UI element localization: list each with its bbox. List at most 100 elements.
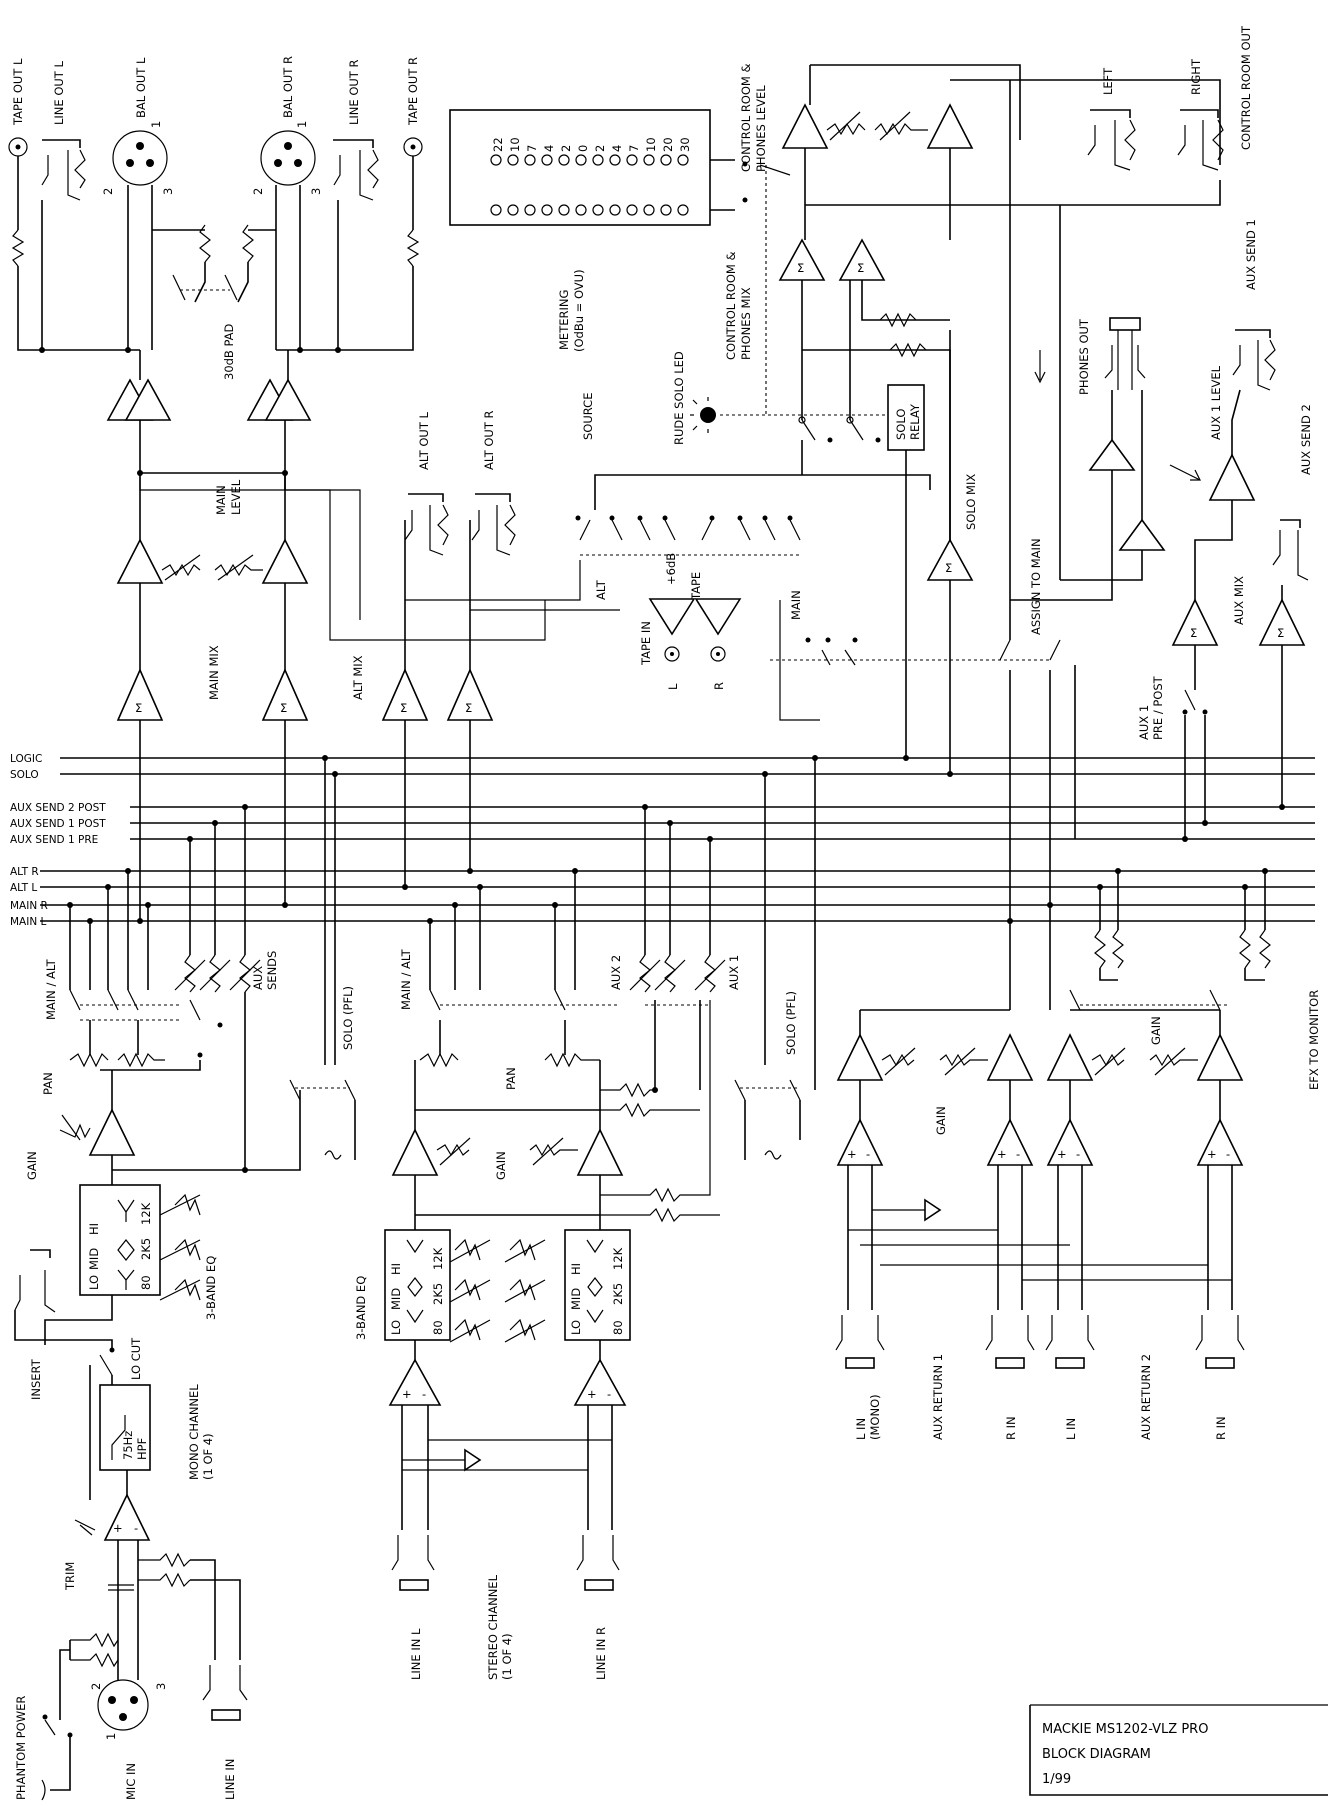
cr-level-l-amp-icon (781, 103, 829, 149)
meter-led-r-11 (677, 204, 689, 216)
meter-scale-10: 20 (661, 137, 675, 152)
meter-led-l-0 (490, 154, 502, 166)
meter-led-l-5 (575, 154, 587, 166)
mono-eq-freq-lo: 80 (139, 1275, 153, 1290)
tape-in-l-label: L (666, 683, 680, 690)
main-level-label-2: LEVEL (229, 479, 243, 515)
ar1-l-in-label-1: L IN (854, 1418, 868, 1440)
mono-gain-amp-icon (88, 1108, 136, 1156)
mono-gain-label: GAIN (25, 1151, 39, 1180)
bal-out-l-label: BAL OUT L (134, 57, 148, 118)
meter-scale-11: 30 (678, 137, 692, 152)
bal-out-l-pin-1: 1 (149, 121, 163, 128)
mono-channel-name-2: (1 OF 4) (201, 1433, 215, 1480)
stereo-eq-r-freq-mid: 2K5 (611, 1283, 625, 1305)
bus-labels: LOGIC SOLO AUX SEND 2 POST AUX SEND 1 PO… (10, 753, 106, 928)
aux1-level-amp-icon (1208, 453, 1256, 501)
main-level-label-1: MAIN (214, 485, 228, 515)
meter-led-r-7 (609, 204, 621, 216)
bal-out-l-pin-3: 3 (161, 188, 175, 195)
stereo-in-r-plus: + (587, 1387, 597, 1401)
cr-right-label: RIGHT (1189, 58, 1203, 95)
mono-eq-label: 3-BAND EQ (204, 1256, 218, 1320)
hpf-label-2: HPF (135, 1438, 149, 1460)
cr-mix-label-2: PHONES MIX (739, 287, 753, 360)
title-line-3: 1/99 (1042, 1772, 1071, 1787)
meter-led-r-3 (541, 204, 553, 216)
stereo-gain-label: GAIN (494, 1151, 508, 1180)
tape-in-label: TAPE IN (639, 621, 653, 666)
bal-out-l-xlr-icon (112, 130, 168, 186)
stereo-aux1-label: AUX 1 (727, 955, 741, 990)
ar2-l-minus: - (1076, 1147, 1080, 1161)
meter-led-rows (490, 154, 689, 216)
aux-return-1-gain-label: GAIN (934, 1106, 948, 1135)
aux-mix-1-sigma: Σ (1190, 626, 1197, 640)
meter-led-r-4 (558, 204, 570, 216)
main-mix-l-sigma: Σ (135, 701, 142, 715)
alt-out-r-label: ALT OUT R (482, 410, 496, 470)
meter-led-l-6 (592, 154, 604, 166)
ar2-r-minus: - (1226, 1147, 1230, 1161)
mono-eq-band-hi: HI (87, 1223, 101, 1235)
main-level-r-amp-icon (261, 538, 309, 584)
tape-in-r-amp-icon (694, 598, 742, 636)
stereo-eq-l-band-hi: HI (389, 1263, 403, 1275)
aux-return-2-gain-label: GAIN (1149, 1016, 1163, 1045)
metering-section: 22 10 7 4 2 0 2 4 7 10 20 30 METERING (O… (449, 109, 791, 352)
ar1-l-minus: - (866, 1147, 870, 1161)
meter-led-r-5 (575, 204, 587, 216)
main-mix-label: MAIN MIX (207, 645, 221, 700)
meter-scale-6: 2 (593, 145, 607, 152)
meter-led-r-0 (490, 204, 502, 216)
cr-mix-l-sigma: Σ (797, 261, 804, 275)
solo-relay-label-1: SOLO (894, 409, 908, 440)
tape-out-l-label: TAPE OUT L (11, 58, 25, 126)
line-in-l-label: LINE IN L (409, 1628, 423, 1680)
ar1-r-plus: + (997, 1147, 1007, 1161)
ar2-l-in-label: L IN (1064, 1418, 1078, 1440)
ar1-r-in-label: R IN (1004, 1416, 1018, 1440)
meter-scale-7: 4 (610, 145, 624, 152)
cr-left-label: LEFT (1101, 67, 1115, 95)
phantom-power-label: PHANTOM POWER (14, 1696, 28, 1800)
alt-mix-r-sigma: Σ (465, 701, 472, 715)
meter-led-l-4 (558, 154, 570, 166)
title-line-1: MACKIE MS1202-VLZ PRO (1042, 1722, 1208, 1737)
meter-led-l-1 (507, 154, 519, 166)
lo-cut-label: LO CUT (129, 1337, 143, 1380)
alt-mix-section: Σ Σ ALT MIX ALT OUT L ALT OUT R (351, 410, 620, 890)
mic-in-xlr-icon (97, 1679, 149, 1731)
main-mix-r-sigma: Σ (280, 701, 287, 715)
meter-scale: 22 10 7 4 2 0 2 4 7 10 20 30 (491, 137, 692, 152)
ar1-r-minus: - (1016, 1147, 1020, 1161)
aux-send-2-label: AUX SEND 2 (1299, 404, 1313, 475)
line-out-l-label: LINE OUT L (52, 61, 66, 125)
trim-amp-icon (103, 1493, 151, 1541)
meter-led-r-10 (660, 204, 672, 216)
bal-out-r-label: BAL OUT R (281, 56, 295, 118)
stereo-in-r-amp-icon (573, 1358, 627, 1406)
mic-in-pin-1: 1 (104, 1733, 118, 1740)
line-out-r-label: LINE OUT R (347, 60, 361, 125)
pad-label: 30dB PAD (222, 323, 236, 380)
stereo-gain-r-amp-icon (576, 1128, 624, 1176)
aux-mix-label: AUX MIX (1232, 576, 1246, 625)
stereo-mono-feed-arrow-icon (464, 1448, 482, 1472)
line-in-label: LINE IN (223, 1759, 237, 1800)
cr-level-label-2: PHONES LEVEL (754, 85, 768, 172)
title-line-2: BLOCK DIAGRAM (1042, 1747, 1151, 1762)
meter-scale-8: 7 (627, 145, 641, 152)
ar2-r-in-label: R IN (1214, 1416, 1228, 1440)
stereo-channel-name-2: (1 OF 4) (500, 1633, 514, 1680)
main-level-l-amp-icon (116, 538, 164, 584)
bus-label-logic: LOGIC (10, 753, 42, 765)
bal-out-r-pin-2: 2 (251, 188, 265, 195)
stereo-eq-r-freq-lo: 80 (611, 1320, 625, 1335)
meter-led-r-2 (524, 204, 536, 216)
rude-solo-led-label: RUDE SOLO LED (672, 351, 686, 445)
stereo-gain-l-amp-icon (391, 1128, 439, 1176)
aux-return-1-r-amp-icon (986, 1033, 1034, 1081)
mono-channel: MAIN / ALT AUX SENDS PAN GAIN (14, 755, 356, 1801)
solo-mix-sigma: Σ (945, 561, 952, 575)
